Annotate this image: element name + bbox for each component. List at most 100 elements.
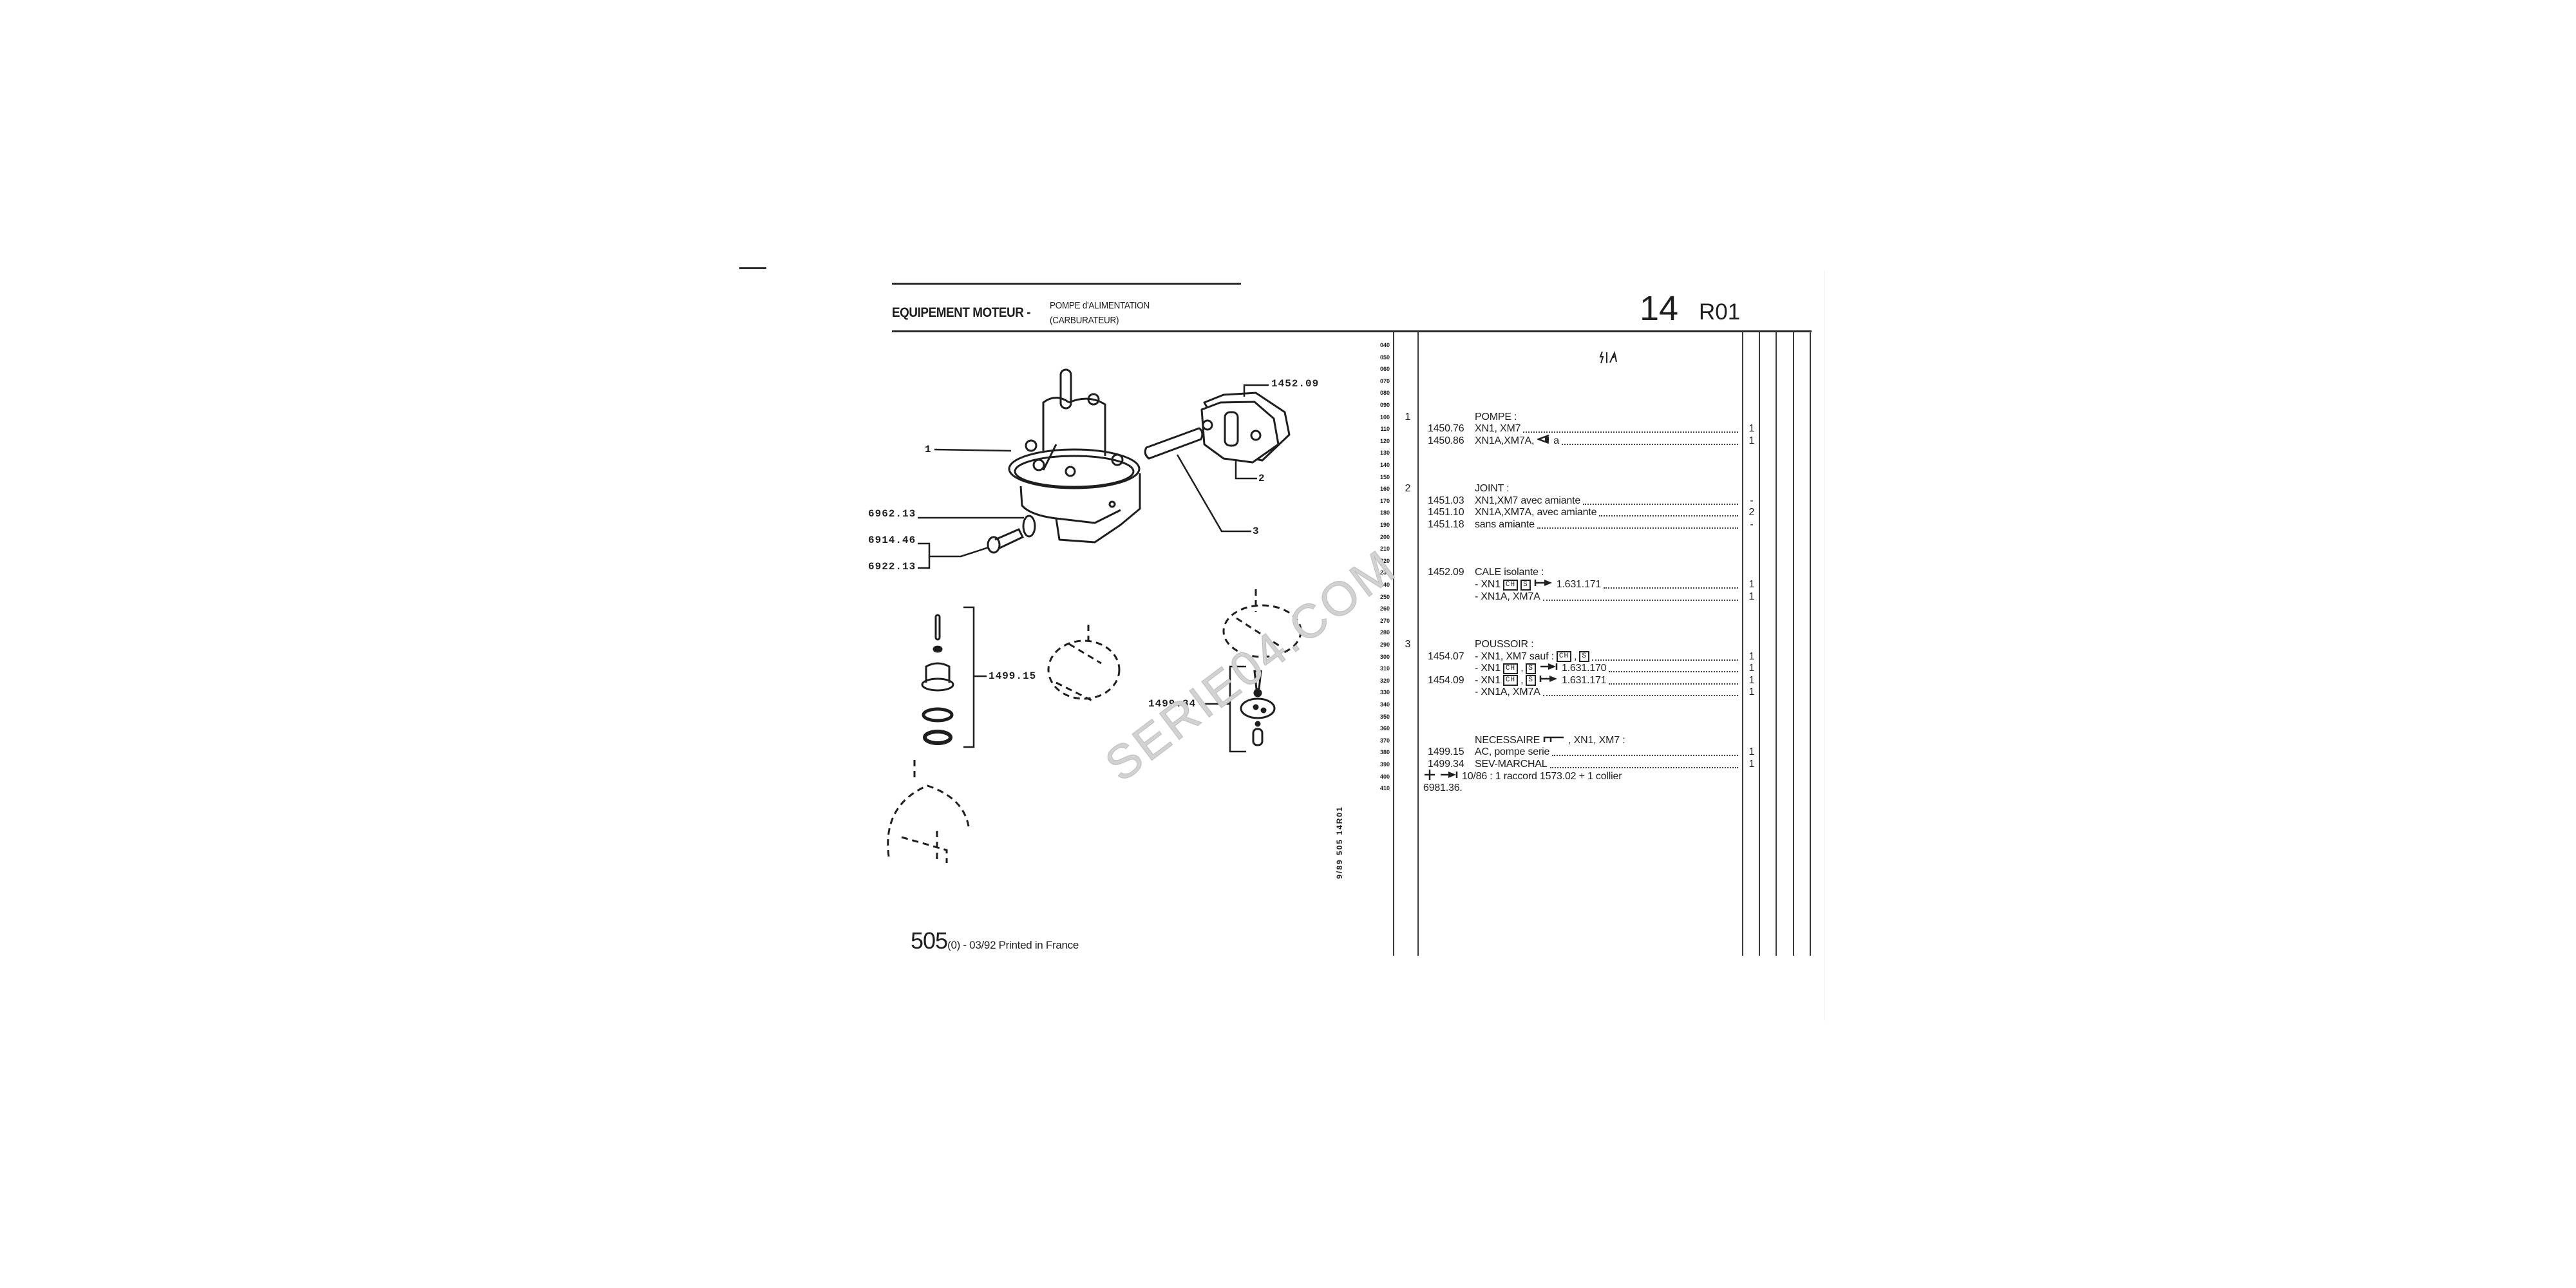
part-number: 1450.86 [1428,435,1464,446]
leader-lines [918,384,1269,753]
part-number: 1499.34 [1428,759,1464,770]
parts-row: - XN1A, XM7A [1428,686,1741,699]
part-number: 1452.09 [1428,567,1464,578]
line-number: 350 [1379,713,1390,720]
description-text: 10/86 : 1 raccord 1573.02 + 1 collier [1462,770,1622,782]
dot-leader [1537,527,1738,529]
part-description: - XN1A, XM7A [1473,591,1542,603]
description-text: - XN1 [1475,674,1501,686]
parts-row: POMPE : [1428,411,1741,424]
pushrod-drawing [1144,427,1204,460]
part-description: 10/86 : 1 raccord 1573.02 + 1 collier [1422,769,1623,784]
description-text: AC, pompe serie [1475,746,1550,758]
variant-code-badge: CH [1502,675,1519,687]
part-number: 1450.76 [1428,423,1464,435]
line-number: 390 [1379,761,1390,768]
part-description: XN1A,XM7A,a [1473,434,1560,448]
dot-leader [1542,695,1738,697]
line-number: 370 [1379,737,1390,744]
description-text: 1.631.171 [1561,674,1607,686]
line-number: 230 [1379,569,1390,576]
footer-edition: (0) [947,939,960,951]
kit-ac-parts-drawing [921,614,954,745]
kit-sev-parts-drawing [1240,670,1276,746]
description-text: a [1553,435,1559,446]
description-text: - XN1 [1475,579,1501,590]
parts-row: JOINT : [1428,482,1741,495]
part-description: JOINT : [1473,482,1510,495]
line-number: 190 [1379,522,1390,528]
description-text: , XN1, XM7 : [1568,734,1625,746]
line-number: 080 [1379,390,1390,397]
line-number: 330 [1379,689,1390,696]
dot-leader [1561,443,1738,445]
quantity: 1 [1748,746,1755,758]
line-number: 310 [1379,665,1390,672]
line-number: 260 [1379,605,1390,612]
line-number: 320 [1379,677,1390,684]
quantity: 1 [1748,591,1755,602]
quantity: 1 [1748,759,1755,770]
dot-leader [1523,431,1738,433]
dot-leader [1609,671,1738,673]
line-number: 380 [1379,749,1390,756]
description-text: sans amiante [1475,519,1535,530]
item-number: 2 [1405,483,1411,495]
callout-washer: 6962.13 [868,508,916,520]
description-text: POMPE : [1475,411,1517,422]
line-number: 410 [1379,785,1390,792]
arrow-to-bar-icon [1539,662,1558,675]
part-description: SEV-MARCHAL [1473,758,1549,771]
variant-code-badge: S [1526,663,1536,674]
description-text: POUSSOIR : [1475,639,1534,650]
dot-leader [1552,755,1738,757]
dot-leader [1599,515,1738,517]
description-text: , [1520,663,1524,674]
part-description: - XN1A, XM7A [1473,686,1542,699]
parts-row: POUSSOIR : [1428,638,1741,651]
description-text: SEV-MARCHAL [1475,759,1548,770]
part-number: 1499.15 [1428,746,1464,758]
header-bottom-rule [892,330,1812,332]
callout-pump: 1 [925,444,932,455]
quantity: 2 [1748,507,1755,518]
section-title: EQUIPEMENT MOTEUR - [892,305,1031,320]
line-number: 050 [1379,354,1390,361]
variant-code-badge: S [1520,579,1531,591]
pump-outline-dashed-drawings [887,589,1302,863]
quantity: - [1750,495,1754,506]
side-reference-code: 9/89 505 14R01 [1335,806,1344,879]
handwritten-mark [1599,350,1617,364]
line-number: 250 [1379,593,1390,600]
line-number: 160 [1379,486,1390,493]
line-number: 150 [1379,473,1390,480]
callout-kit-ac: 1499.15 [989,670,1037,682]
line-number: 290 [1379,641,1390,648]
parts-row: 1452.09 CALE isolante : [1428,566,1741,579]
repair-kit-icon [1543,734,1565,747]
description-text: NECESSAIRE [1475,734,1540,746]
parts-row: 1499.34 SEV-MARCHAL [1428,758,1741,771]
part-description: - XN1, XM7 sauf :CH,S [1473,650,1591,663]
variant-code-badge: S [1579,651,1589,663]
line-number: 240 [1379,582,1390,588]
callout-pushrod: 3 [1253,526,1260,537]
part-number: 1454.09 [1428,674,1464,686]
header-top-rule [892,283,1241,285]
part-description: CALE isolante : [1473,566,1545,579]
dot-leader [1604,587,1738,589]
triangle-pointer-icon [1536,434,1550,448]
line-number: 200 [1379,533,1390,540]
callout-gasket: 2 [1258,473,1265,484]
description-text: - XN1, XM7 sauf : [1475,650,1554,662]
description-text: - XN1A, XM7A [1475,591,1540,602]
parts-row: NECESSAIRE , XN1, XM7 : [1428,734,1741,747]
subtitle-line-1: POMPE d'ALIMENTATION [1050,300,1150,311]
